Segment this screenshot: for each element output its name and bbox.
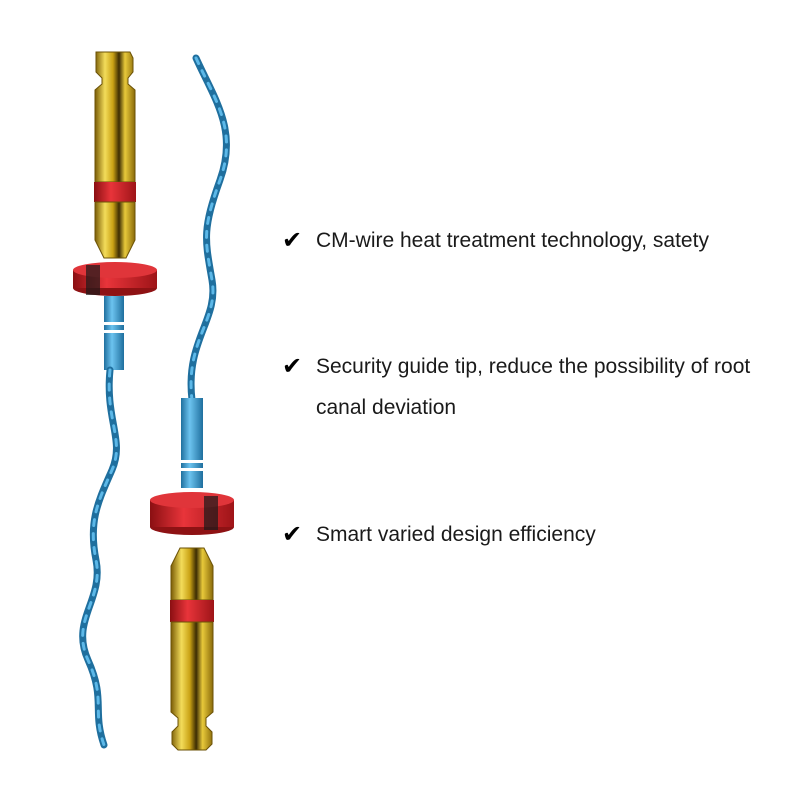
feature-item: ✔ Smart varied design efficiency	[282, 514, 782, 555]
feature-text: Smart varied design efficiency	[316, 523, 596, 546]
check-icon: ✔	[282, 227, 303, 254]
check-icon: ✔	[282, 353, 303, 380]
feature-text: Security guide tip, reduce the possibili…	[316, 355, 751, 419]
feature-item: ✔ CM-wire heat treatment technology, sat…	[282, 220, 782, 261]
file-right	[150, 54, 234, 751]
feature-text: CM-wire heat treatment technology, satet…	[316, 229, 709, 252]
check-icon: ✔	[282, 521, 303, 548]
file-left	[73, 51, 157, 749]
endodontic-files-illustration	[73, 51, 234, 751]
feature-item: ✔ Security guide tip, reduce the possibi…	[282, 346, 772, 428]
